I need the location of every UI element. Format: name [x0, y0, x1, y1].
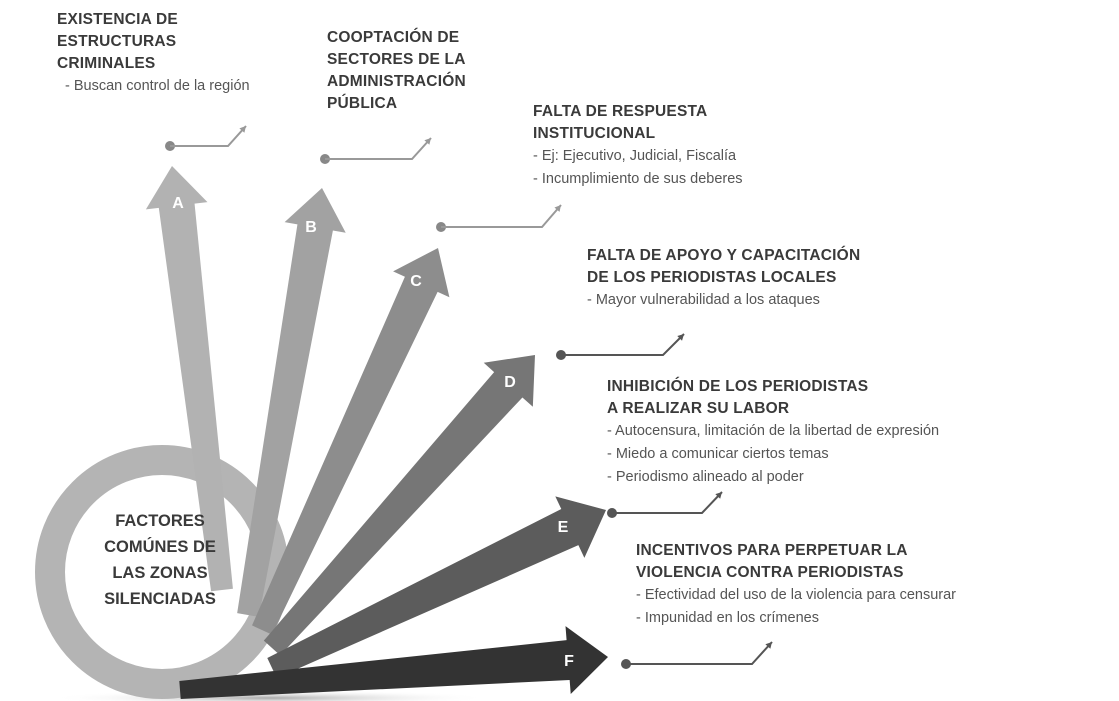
connector-d [556, 333, 685, 360]
factor-title: INCENTIVOS PARA PERPETUAR LA VIOLENCIA C… [636, 542, 908, 581]
connector-arrowhead-icon [715, 492, 722, 499]
connector-line [170, 125, 247, 147]
connector-a [165, 125, 247, 151]
connector-c [436, 204, 562, 232]
factor-e-text: INHIBICIÓN DE LOS PERIODISTAS A REALIZAR… [607, 376, 939, 489]
center-line: LAS ZONAS [112, 564, 208, 582]
factor-f-text: INCENTIVOS PARA PERPETUAR LA VIOLENCIA C… [636, 540, 956, 630]
connector-arrowhead-icon [424, 138, 431, 145]
connector-arrowhead-icon [765, 642, 772, 649]
factor-item: - Ej: Ejecutivo, Judicial, Fiscalía [533, 148, 737, 164]
factor-c-text: FALTA DE RESPUESTA INSTITUCIONAL - Ej: E… [533, 101, 743, 191]
connector-line [325, 137, 432, 160]
arrow-e [267, 496, 606, 678]
arrow-letter: A [172, 195, 184, 212]
center-line: COMÚNES DE [104, 538, 216, 556]
factor-item: - Efectividad del uso de la violencia pa… [636, 587, 956, 603]
connector-arrowhead-icon [239, 126, 246, 133]
factor-a-text: EXISTENCIA DE ESTRUCTURAS CRIMINALES - B… [57, 9, 250, 98]
arrow-letter: B [305, 219, 317, 236]
arrow-a [145, 166, 233, 592]
center-line: SILENCIADAS [104, 590, 216, 608]
factor-item: - Miedo a comunicar ciertos temas [607, 446, 829, 462]
connector-b [320, 137, 432, 164]
factor-item: - Incumplimiento de sus deberes [533, 171, 743, 187]
connector-line [561, 333, 685, 356]
factor-title: FALTA DE RESPUESTA INSTITUCIONAL [533, 103, 708, 142]
factor-item: - Mayor vulnerabilidad a los ataques [587, 292, 820, 308]
center-label: FACTORES COMÚNES DE LAS ZONAS SILENCIADA… [70, 508, 250, 612]
arrow-letter: F [564, 653, 574, 670]
center-line: FACTORES [115, 512, 205, 530]
factor-item: - Autocensura, limitación de la libertad… [607, 423, 940, 439]
factor-b-text: COOPTACIÓN DE SECTORES DE LA ADMINISTRAC… [327, 27, 466, 115]
arrow-f [179, 626, 609, 699]
factor-title: INHIBICIÓN DE LOS PERIODISTAS A REALIZAR… [607, 378, 869, 417]
factor-title: EXISTENCIA DE ESTRUCTURAS CRIMINALES [57, 11, 178, 72]
factor-title: COOPTACIÓN DE SECTORES DE LA ADMINISTRAC… [327, 29, 466, 112]
factor-item: - Buscan control de la región [65, 78, 250, 94]
arrow-letter: D [504, 374, 516, 391]
factor-item: - Impunidad en los crímenes [636, 610, 819, 626]
connector-line [626, 641, 773, 665]
connector-arrowhead-icon [677, 334, 684, 341]
arrow-letter: E [558, 519, 569, 536]
connector-e [607, 491, 723, 518]
arrow-letter: C [410, 273, 422, 290]
factor-item: - Periodismo alineado al poder [607, 469, 804, 485]
connector-arrowhead-icon [554, 205, 561, 212]
factor-title: FALTA DE APOYO Y CAPACITACIÓN DE LOS PER… [587, 247, 861, 286]
center-ring [35, 445, 289, 699]
connector-line [441, 204, 562, 228]
arrow-d [263, 355, 535, 656]
factor-d-text: FALTA DE APOYO Y CAPACITACIÓN DE LOS PER… [587, 245, 860, 312]
connector-line [612, 491, 723, 514]
arrow-c [252, 248, 450, 635]
connector-f [621, 641, 773, 669]
arrow-b [237, 188, 346, 617]
